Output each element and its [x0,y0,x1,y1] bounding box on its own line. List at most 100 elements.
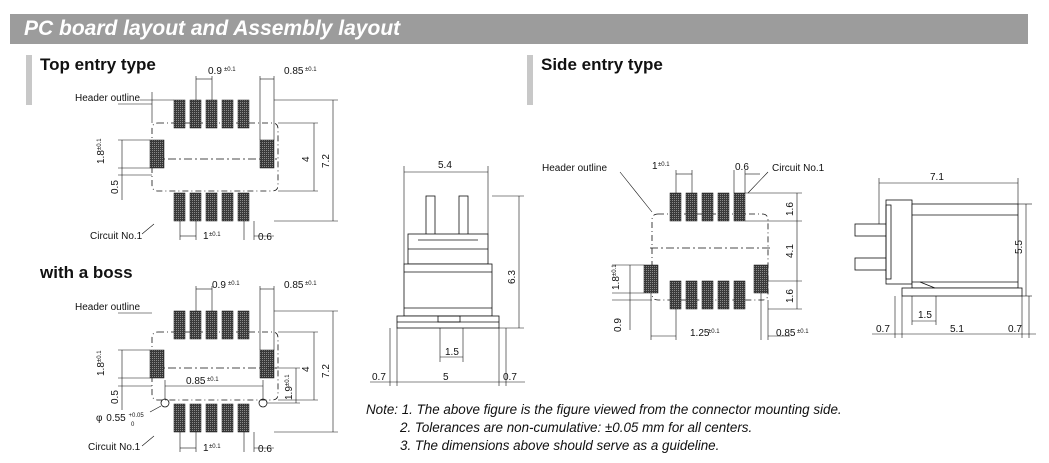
top-entry-dimensions [118,76,338,240]
side-entry-dimensions [612,170,802,340]
pad [189,403,202,433]
front-view-labels: 5.4 6.3 1.5 0.7 5 0.7 [372,160,518,383]
pad [643,264,659,294]
top-entry-header-outline-label: Header outline [75,93,140,104]
side-view-dimensions [872,178,1036,338]
side-view-drawing [854,199,1023,297]
pad [237,310,250,340]
pad [149,349,165,379]
dim-label: 1 [203,443,209,454]
dim-label: 0.6 [258,232,272,243]
dim-label: 1.9±0.1 [284,374,295,400]
pad [149,139,165,169]
dim-label: 4 [301,366,312,372]
dim-tol: ±0.1 [97,138,103,150]
dim-label: 1.8 [96,362,107,376]
dim-label: 1.9 [284,386,295,400]
dim-tol: ±0.1 [305,67,317,73]
dim-tol: ±0.1 [612,264,618,276]
dim-label: 0.6 [258,444,272,455]
pad [189,310,202,340]
dim-label: 0.7 [1008,324,1022,335]
dim-label: 0.7 [372,372,386,383]
dim-label: 1.8 [611,276,622,290]
pad [237,403,250,433]
dim-label: 5.1 [950,324,964,335]
dim-label: 0.85 [284,66,304,77]
dim-tol: ±0.1 [209,232,221,238]
pad [717,280,730,310]
pad [173,310,186,340]
pad [733,280,746,310]
section-title-side-entry: Side entry type [541,55,663,74]
top-entry-header-outline [151,122,279,192]
pad [221,403,234,433]
hole-prefix: φ [96,413,103,424]
dim-label: 0.9 [212,280,226,291]
notes: Note: 1. The above figure is the figure … [366,401,842,455]
pad [205,310,218,340]
dim-label: 0.9 [208,66,222,77]
dim-label: 0.5 [110,180,121,194]
dim-label: 7.1 [930,172,944,183]
dim-label: 1.8±0.1 [96,350,107,376]
dim-label: 6.3 [507,270,518,284]
side-view-labels: 7.1 5.5 1.5 0.7 5.1 0.7 [876,172,1025,335]
top-entry-pads [149,99,275,222]
dim-label: 1.5 [918,310,932,321]
pad [753,264,769,294]
boss-header-outline-label: Header outline [75,302,140,313]
pad [685,280,698,310]
side-entry-header-outline-label: Header outline [542,163,607,174]
front-view-drawing [396,195,500,329]
dim-label: 1.8±0.1 [611,264,622,290]
dim-tol: ±0.1 [224,67,236,73]
front-view-dimensions [370,166,525,386]
dim-label: 7.2 [321,364,332,378]
side-entry-header-outline [651,213,769,301]
dim-label: 5.5 [1014,240,1025,254]
dim-label: 1.5 [445,347,459,358]
pad [237,192,250,222]
dim-tol: ±0.1 [228,281,240,287]
boss-dimensions [118,286,338,452]
dim-label: 5 [443,372,449,383]
dim-label: 0.6 [735,162,749,173]
section-bar-side-entry [527,55,533,105]
dim-tol: ±0.1 [209,444,221,450]
dim-label: 0.85 [186,376,206,387]
dim-label: 0.5 [110,390,121,404]
dim-label: 1.6 [785,289,796,303]
pad [221,192,234,222]
dim-label: 7.2 [321,154,332,168]
pad [669,280,682,310]
pad [701,280,714,310]
section-title-with-boss: with a boss [40,263,133,282]
pad [189,99,202,129]
dim-label: 1.25 [690,328,710,339]
hole-tol-upper: +0.05 [129,413,145,419]
hole-tol-lower: 0 [131,422,135,428]
dim-label: 1.8±0.1 [96,138,107,164]
pad [701,192,714,222]
dim-label: 0.85 [284,280,304,291]
dim-label: 1.8 [96,150,107,164]
pad [669,192,682,222]
hole-value: 0.55 [106,413,126,424]
side-entry-pads [643,192,769,310]
pad [733,192,746,222]
boss-layout [151,331,279,408]
pad [205,403,218,433]
dim-label: 0.7 [503,372,517,383]
dim-tol: ±0.1 [207,377,219,383]
pad [189,192,202,222]
side-entry-labels: Header outline Circuit No.1 1 ±0.1 0.6 1… [542,161,825,339]
boss-circuit-no-label: Circuit No.1 [88,442,141,453]
pad [259,139,275,169]
pad [259,349,275,379]
pad [221,99,234,129]
boss-header-outline [151,331,279,401]
side-entry-circuit-no-label: Circuit No.1 [772,163,825,174]
pad [205,192,218,222]
pad [173,403,186,433]
